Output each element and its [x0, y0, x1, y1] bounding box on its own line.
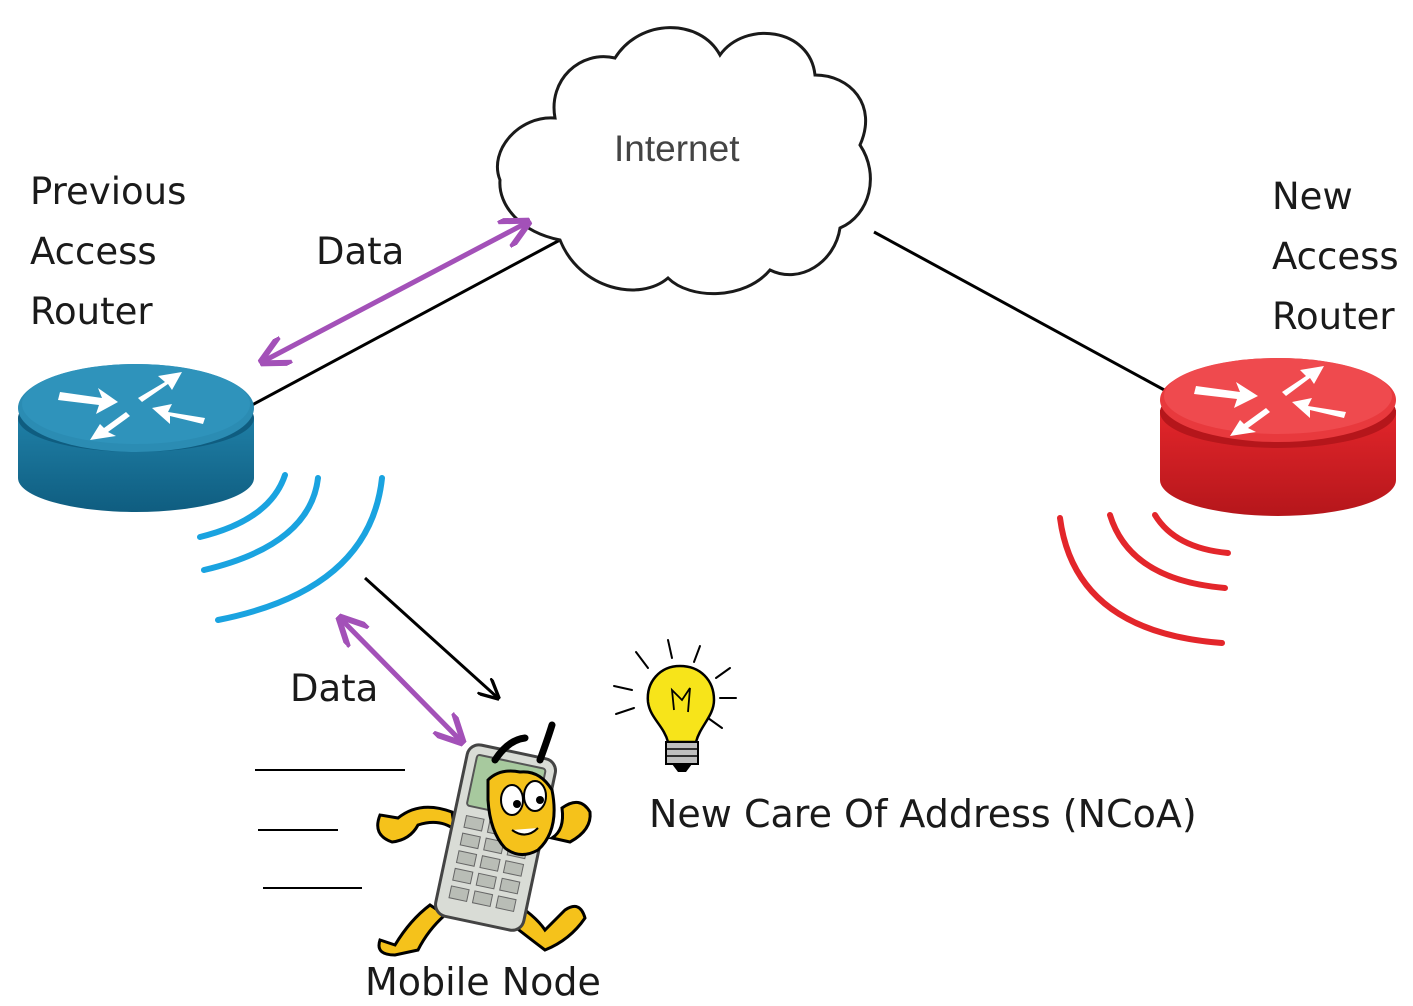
previous-router-label: Previous Access Router — [30, 162, 186, 342]
running-phone-icon — [376, 721, 592, 957]
new-router-label: New Access Router — [1272, 167, 1399, 347]
new-router-label-line-1: New — [1272, 175, 1353, 218]
data-label-upper: Data — [316, 230, 405, 273]
cloud-icon — [496, 26, 872, 295]
router-icon — [18, 364, 254, 512]
router-icon — [1160, 358, 1396, 516]
new-router-label-line-2: Access — [1272, 235, 1399, 278]
previous-router-label-line-1: Previous — [30, 170, 187, 213]
data-arrow-upper — [262, 222, 528, 362]
lightbulb-icon — [613, 639, 737, 772]
link-previous-router-internet — [251, 238, 561, 407]
data-label-lower: Data — [290, 667, 379, 710]
internet-label: Internet — [614, 128, 740, 169]
wifi-signal-previous — [197, 472, 385, 623]
link-internet-new-router — [873, 230, 1169, 394]
previous-router-label-line-2: Access — [30, 230, 157, 273]
ncoa-label: New Care Of Address (NCoA) — [649, 792, 1197, 836]
mobile-node-label: Mobile Node — [365, 960, 601, 1004]
movement-arrow — [363, 576, 498, 698]
data-arrow-lower — [340, 618, 462, 742]
previous-router-label-line-3: Router — [30, 290, 153, 333]
speed-lines — [255, 769, 405, 889]
new-router-label-line-3: Router — [1272, 295, 1395, 338]
wifi-signal-new — [1057, 512, 1231, 646]
